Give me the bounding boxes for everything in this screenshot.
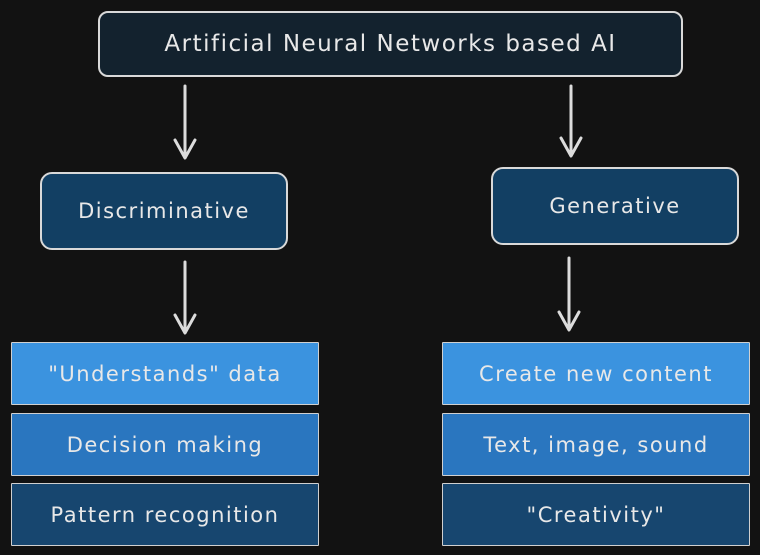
generative-item-creativity: "Creativity" — [442, 483, 750, 546]
item-label: Create new content — [479, 361, 713, 386]
arrow-root-to-discriminative — [173, 84, 197, 160]
item-label: Pattern recognition — [50, 502, 280, 527]
discriminative-item-decision-making: Decision making — [11, 413, 319, 476]
item-label: "Understands" data — [48, 361, 282, 386]
arrow-root-to-generative — [559, 84, 583, 158]
item-label: "Creativity" — [526, 502, 666, 527]
arrow-generative-to-items — [557, 256, 581, 332]
arrow-discriminative-to-items — [173, 260, 197, 335]
discriminative-label: Discriminative — [78, 199, 250, 223]
discriminative-item-understands: "Understands" data — [11, 342, 319, 405]
generative-item-create-content: Create new content — [442, 342, 750, 405]
generative-item-text-image-sound: Text, image, sound — [442, 413, 750, 476]
item-label: Text, image, sound — [483, 432, 709, 457]
generative-node: Generative — [491, 167, 739, 245]
root-node: Artificial Neural Networks based AI — [98, 11, 683, 77]
root-node-label: Artificial Neural Networks based AI — [164, 31, 617, 57]
discriminative-node: Discriminative — [40, 172, 288, 250]
item-label: Decision making — [66, 432, 264, 457]
generative-label: Generative — [549, 194, 681, 218]
discriminative-item-pattern-recognition: Pattern recognition — [11, 483, 319, 546]
